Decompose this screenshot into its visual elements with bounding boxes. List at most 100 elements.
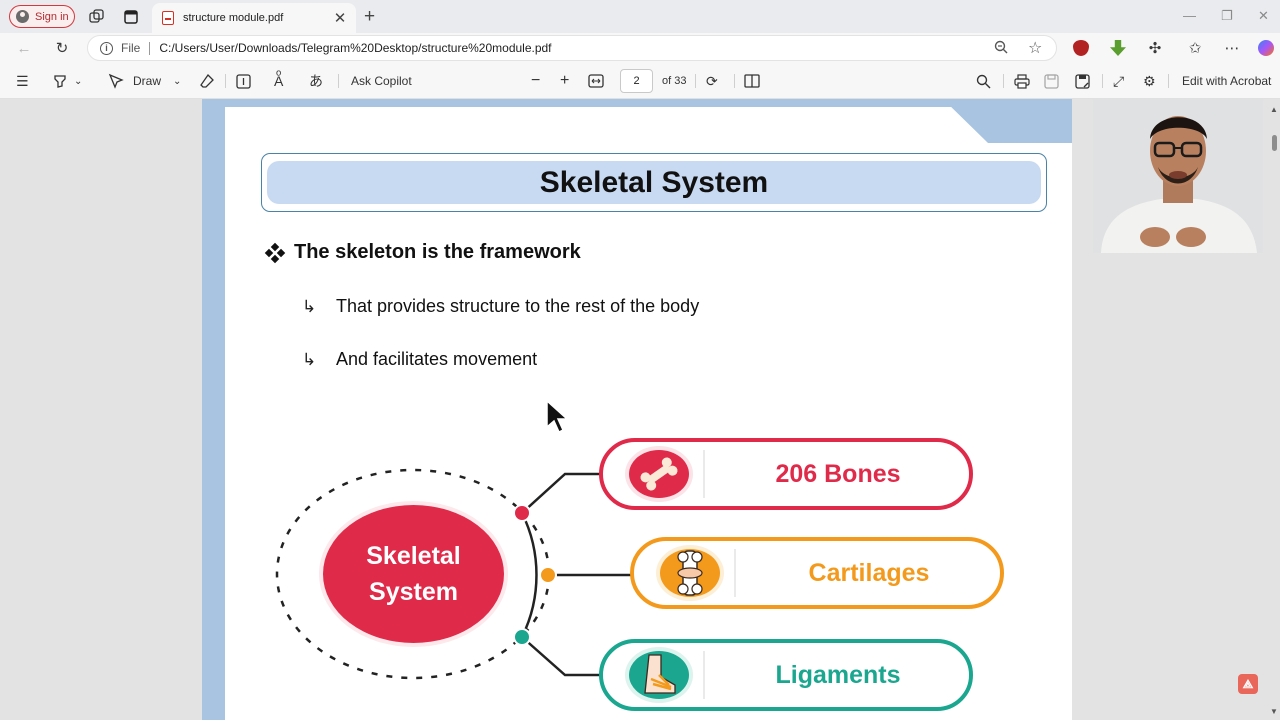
info-icon[interactable]: i <box>100 41 113 55</box>
fullscreen-icon[interactable]: ⤢ <box>1113 72 1125 89</box>
page-total-label: of 33 <box>662 75 687 87</box>
sub-point: ↳ And facilitates movement <box>302 349 537 370</box>
favorite-star-icon[interactable]: ☆ <box>1028 40 1043 57</box>
connector-bones <box>521 472 602 514</box>
node-dot-red <box>513 504 531 522</box>
node-dot-orange <box>539 566 557 584</box>
center-node-line: Skeletal <box>366 542 461 570</box>
scroll-up-icon[interactable]: ▲ <box>1270 105 1278 114</box>
favorites-icon[interactable]: ✩ <box>1188 40 1202 57</box>
presenter-video <box>1093 99 1263 253</box>
highlight-button[interactable]: ⌄ <box>52 72 82 90</box>
workspaces-icon[interactable] <box>88 8 105 25</box>
contents-icon[interactable]: ☰ <box>16 72 29 89</box>
divider <box>695 74 696 88</box>
eraser-icon[interactable] <box>199 72 215 90</box>
diagram-connectors <box>275 468 634 680</box>
pill-bones: 206 Bones <box>599 438 973 510</box>
extensions-icon[interactable]: ✣ <box>1148 40 1162 57</box>
node-dot-teal <box>513 628 531 646</box>
slide-title: Skeletal System <box>539 165 769 199</box>
new-tab-icon[interactable]: + <box>364 6 376 27</box>
mouse-cursor-icon <box>546 399 569 434</box>
page-view-icon[interactable] <box>744 72 760 90</box>
sign-in-label: Sign in <box>35 10 69 23</box>
back-icon[interactable]: ← <box>16 39 32 57</box>
draw-button[interactable]: Draw ⌄ <box>108 72 181 90</box>
scroll-down-icon[interactable]: ▼ <box>1270 707 1278 716</box>
edit-with-acrobat-button[interactable]: Edit with Acrobat <box>1182 72 1271 90</box>
divider <box>225 74 226 88</box>
divider <box>338 74 339 88</box>
highlighter-icon <box>54 75 66 88</box>
more-menu-icon[interactable]: ⋯ <box>1224 40 1240 57</box>
pen-icon <box>108 73 124 89</box>
divider <box>703 651 705 699</box>
download-extension-icon[interactable] <box>1110 40 1126 56</box>
pdf-viewer[interactable]: Skeletal System The skeleton is the fram… <box>0 99 1280 720</box>
ask-copilot-label: Ask Copilot <box>351 74 412 88</box>
close-tab-icon[interactable]: ✕ <box>333 10 347 27</box>
ask-copilot-button[interactable]: Ask Copilot <box>351 72 412 90</box>
tab-actions-icon[interactable] <box>122 8 139 25</box>
zoom-out-icon[interactable]: − <box>531 72 541 89</box>
refresh-icon[interactable]: ↻ <box>55 40 69 57</box>
page-number-input[interactable]: 2 <box>620 69 653 93</box>
fit-width-icon[interactable] <box>588 72 604 90</box>
center-node: Skeletal System <box>323 505 504 643</box>
sign-in-button[interactable]: Sign in <box>9 5 75 28</box>
profile-icon <box>16 10 29 23</box>
scheme-label: File <box>121 41 141 55</box>
edit-with-acrobat-label: Edit with Acrobat <box>1182 74 1272 88</box>
sub-point-text: And facilitates movement <box>336 349 538 369</box>
ligament-foot-icon <box>629 651 689 699</box>
close-window-icon[interactable]: ✕ <box>1258 8 1269 23</box>
navigation-bar: ← ↻ i File C:/Users/User/Downloads/Teleg… <box>0 33 1280 63</box>
ublock-extension-icon[interactable] <box>1073 40 1089 56</box>
sub-point: ↳ That provides structure to the rest of… <box>302 296 699 317</box>
divider <box>1102 74 1103 88</box>
center-node-line: System <box>369 578 458 606</box>
pill-ligaments: Ligaments <box>599 639 973 711</box>
minimize-icon[interactable]: — <box>1183 8 1196 23</box>
acrobat-icon[interactable]: ⟁ <box>1238 674 1258 694</box>
rotate-icon[interactable]: ⟳ <box>706 72 718 89</box>
translate-icon[interactable]: あ <box>309 73 323 89</box>
pill-label: Ligaments <box>775 660 901 689</box>
draw-label: Draw <box>133 74 162 88</box>
address-bar[interactable]: i File C:/Users/User/Downloads/Telegram%… <box>87 35 1057 61</box>
copilot-icon[interactable] <box>1258 40 1274 56</box>
settings-gear-icon[interactable]: ⚙ <box>1143 72 1156 89</box>
print-icon[interactable] <box>1014 72 1030 90</box>
main-bullet-text: The skeleton is the framework <box>294 241 581 263</box>
scrollbar-thumb[interactable] <box>1272 135 1277 151</box>
divider <box>734 74 735 88</box>
slide-title-box: Skeletal System <box>261 153 1047 212</box>
tab-structure-module[interactable]: structure module.pdf ✕ <box>152 3 356 33</box>
connector-ligaments <box>521 636 602 677</box>
save-as-icon[interactable] <box>1075 72 1090 90</box>
pdf-toolbar: ☰ ⌄ Draw ⌄ Aͦ あ Ask Copilot − + 2 of 33 … <box>0 63 1280 99</box>
chevron-down-icon: ⌄ <box>173 75 182 87</box>
tab-title: structure module.pdf <box>183 12 284 24</box>
url-text[interactable]: C:/Users/User/Downloads/Telegram%20Deskt… <box>159 41 552 55</box>
search-icon[interactable] <box>976 72 991 90</box>
restore-icon[interactable]: ❐ <box>1221 8 1233 23</box>
main-bullet: The skeleton is the framework <box>264 241 581 264</box>
divider <box>1003 74 1004 88</box>
zoom-in-icon[interactable]: + <box>560 72 570 89</box>
save-icon[interactable] <box>1044 72 1059 90</box>
divider <box>703 450 705 498</box>
arrow-bullet-icon: ↳ <box>302 349 317 369</box>
pill-label: 206 Bones <box>775 459 901 488</box>
zoom-icon[interactable] <box>994 40 1008 57</box>
chevron-down-icon: ⌄ <box>74 75 83 87</box>
pill-label: Cartilages <box>808 558 930 587</box>
solid-arc <box>520 512 538 638</box>
webcam-overlay <box>1093 99 1263 253</box>
text-box-icon[interactable] <box>236 72 251 90</box>
read-aloud-icon[interactable]: Aͦ <box>274 73 284 89</box>
pill-cartilages: Cartilages <box>630 537 1004 609</box>
joint-icon <box>660 549 720 597</box>
sub-point-text: That provides structure to the rest of t… <box>336 296 700 316</box>
